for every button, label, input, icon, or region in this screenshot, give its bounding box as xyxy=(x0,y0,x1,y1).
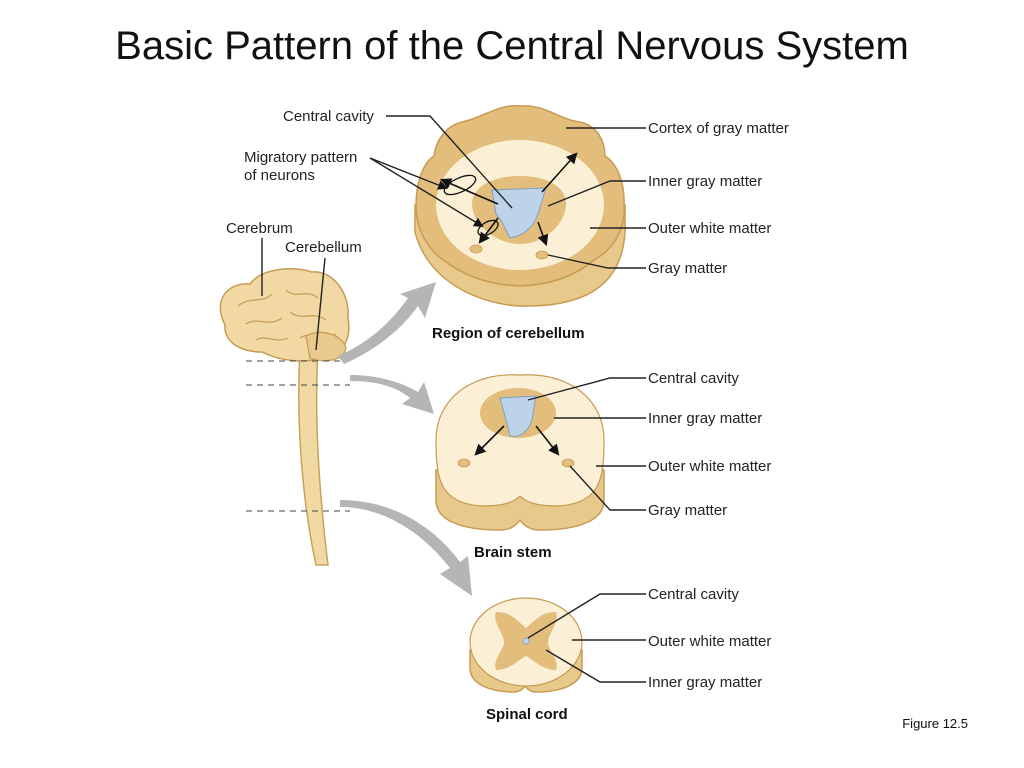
pointer-arrow-spinal xyxy=(340,500,472,596)
leader-migratory-upper xyxy=(369,157,448,190)
brainstem-gray-nucleus-left xyxy=(457,458,471,468)
label-migratory-pattern-line1: Migratory pattern xyxy=(244,149,357,166)
leader-central-cavity-spinal xyxy=(527,593,646,639)
leader-gray-cerebellum xyxy=(547,254,646,269)
label-migratory-pattern-line2: of neurons xyxy=(244,167,315,184)
label-central-cavity-brainstem: Central cavity xyxy=(648,370,739,387)
cerebrum-folds xyxy=(237,289,337,341)
migration-arrow-down-right xyxy=(537,221,549,247)
label-central-cavity-spinal: Central cavity xyxy=(648,586,739,603)
leader-central-cavity-cerebellum xyxy=(386,115,513,209)
label-gray-brainstem: Gray matter xyxy=(648,502,727,519)
pointer-arrow-cerebellum xyxy=(338,282,436,364)
brainstem-cross-section xyxy=(435,374,605,531)
caption-brain-stem: Brain stem xyxy=(474,544,552,561)
caption-spinal-cord: Spinal cord xyxy=(486,706,568,723)
label-inner-gray-spinal: Inner gray matter xyxy=(648,674,762,691)
cerebellum-shape xyxy=(305,331,347,362)
leader-central-cavity-brainstem xyxy=(527,377,646,401)
brainstem-gray-nucleus-right xyxy=(561,458,575,468)
migration-arrow-up-left xyxy=(439,178,499,205)
cerebellum-leader xyxy=(315,257,326,351)
leader-inner-gray-spinal xyxy=(545,649,646,683)
brainstem-central-cavity xyxy=(499,395,537,437)
label-central-cavity-cerebellum: Central cavity xyxy=(283,108,374,125)
figure-caption: Figure 12.5 xyxy=(902,716,968,731)
brain-illustration xyxy=(219,268,350,566)
label-cortex: Cortex of gray matter xyxy=(648,120,789,137)
label-inner-gray-brainstem: Inner gray matter xyxy=(648,410,762,427)
cerebellum-label: Cerebellum xyxy=(285,239,362,256)
leader-inner-gray-cerebellum xyxy=(547,180,646,207)
spinal-cord-cross-section xyxy=(469,597,583,693)
migratory-oval-upper xyxy=(443,174,477,196)
migration-arrow-down-left xyxy=(478,217,499,244)
leader-migratory-lower xyxy=(369,157,484,228)
cerebellum-gray-nucleus-left xyxy=(469,244,483,254)
pointer-arrow-brainstem xyxy=(350,375,434,414)
brainstem-arrow-left xyxy=(474,425,505,456)
cerebellum-gray-nucleus-right xyxy=(535,250,549,260)
label-outer-white-cerebellum: Outer white matter xyxy=(648,220,771,237)
brainstem-white-matter xyxy=(435,374,605,507)
migration-arrow-up-right xyxy=(541,152,578,193)
leader-gray-brainstem xyxy=(569,465,646,511)
caption-region-of-cerebellum: Region of cerebellum xyxy=(432,325,585,342)
label-outer-white-brainstem: Outer white matter xyxy=(648,458,771,475)
slide-title: Basic Pattern of the Central Nervous Sys… xyxy=(115,24,909,68)
label-gray-cerebellum: Gray matter xyxy=(648,260,727,277)
migratory-oval-lower xyxy=(477,219,499,237)
label-inner-gray-cerebellum: Inner gray matter xyxy=(648,173,762,190)
label-outer-white-spinal: Outer white matter xyxy=(648,633,771,650)
cerebellum-cross-section xyxy=(414,105,626,307)
spinal-cord-shape xyxy=(298,349,329,566)
brainstem-arrow-right xyxy=(535,425,560,456)
spinal-central-cavity xyxy=(522,637,530,645)
cerebrum-label: Cerebrum xyxy=(226,220,293,237)
